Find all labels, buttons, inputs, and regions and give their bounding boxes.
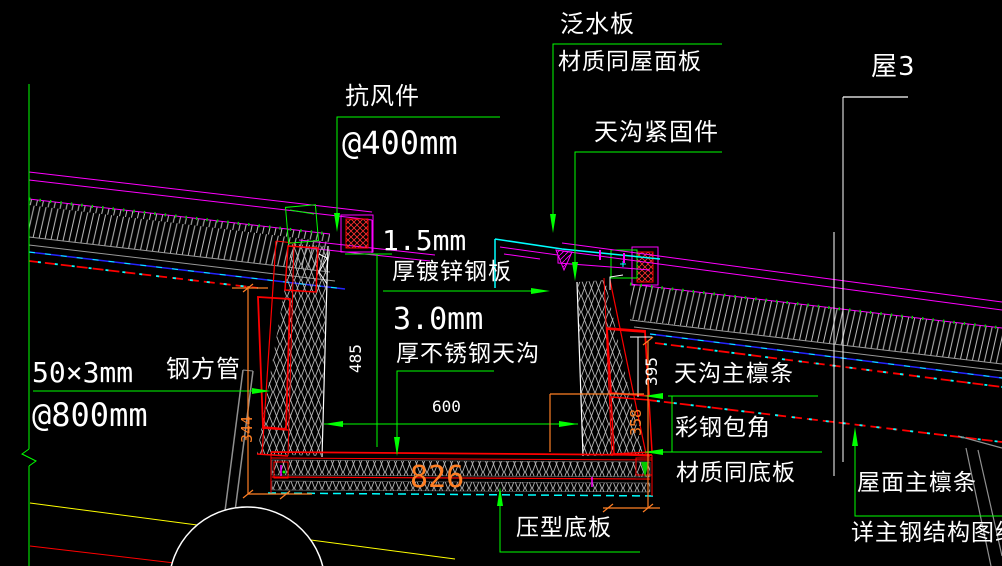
galvanized-thickness-label: 1.5mm <box>382 224 467 257</box>
wind-clip-label: 抗风件 <box>345 82 420 110</box>
flashing-material-label: 材质同屋面板 <box>558 49 702 75</box>
arrowhead <box>324 421 343 427</box>
bottom-deck-label: 压型底板 <box>516 515 612 541</box>
gutter-fastener-label: 天沟紧固件 <box>594 118 719 146</box>
roof-purlin-label: 屋面主檩条 <box>857 470 977 496</box>
dim-826-text: 826 <box>410 460 465 495</box>
gutter-fastener-leader <box>574 151 722 266</box>
corner-trim-label: 彩钢包角 <box>675 415 771 441</box>
gutter-bottom-assembly <box>267 451 659 497</box>
dim-485-text: 485 <box>346 344 365 373</box>
wind-clip-spacing-label: @400mm <box>342 124 458 162</box>
bottom-deck-leader <box>499 496 640 553</box>
arrowhead <box>497 487 503 506</box>
arrowhead <box>334 213 340 232</box>
supporting-structure <box>29 369 1002 566</box>
tube-name-label: 钢方管 <box>166 355 241 383</box>
arrowhead <box>644 449 663 455</box>
gutter-purlin-label: 天沟主檩条 <box>674 361 794 387</box>
galvanized-name-label: 厚镀锌钢板 <box>392 259 512 285</box>
arrowhead <box>852 427 858 446</box>
dim-395-lines <box>630 336 652 397</box>
stainless-leader <box>396 370 494 440</box>
dim-395-text: 395 <box>642 357 661 386</box>
detail-bubble-circle <box>170 506 324 566</box>
dim-344-text: 344 <box>238 415 256 443</box>
roof-mark-label: 屋3 <box>871 52 916 82</box>
arrowhead <box>531 288 550 294</box>
right-roof-assembly <box>561 242 1002 443</box>
left-roof-assembly <box>28 171 436 290</box>
corner-trim-material-label: 材质同底板 <box>676 460 796 486</box>
gutter-right-wall <box>494 238 661 457</box>
wind-clip-leader <box>336 116 500 217</box>
flashing-leader <box>552 43 722 218</box>
stainless-thickness-label: 3.0mm <box>393 302 484 337</box>
tube-spacing-label: @800mm <box>32 396 148 434</box>
leader-lines <box>21 43 1002 566</box>
roof3-section-mark <box>833 96 908 476</box>
arrowhead <box>252 388 271 394</box>
stainless-name-label: 厚不锈钢天沟 <box>396 341 540 367</box>
roof-purlin-note-label: 详主钢结构图纸 <box>851 520 1002 546</box>
roof-purlin-leader <box>854 437 1002 517</box>
secondary-dimensions <box>232 283 660 513</box>
dim-358-text: 358 <box>627 408 645 436</box>
arrowhead <box>550 214 556 233</box>
arrowhead <box>394 437 400 456</box>
gutter-left-wall <box>256 204 374 458</box>
flashing-label: 泛水板 <box>560 10 635 38</box>
arrowhead <box>644 393 663 399</box>
tube-size-label: 50×3mm <box>32 356 134 389</box>
arrowhead <box>572 262 578 281</box>
break-symbol <box>21 448 37 467</box>
arrowhead <box>559 421 578 427</box>
dim-600-text: 600 <box>432 397 461 416</box>
